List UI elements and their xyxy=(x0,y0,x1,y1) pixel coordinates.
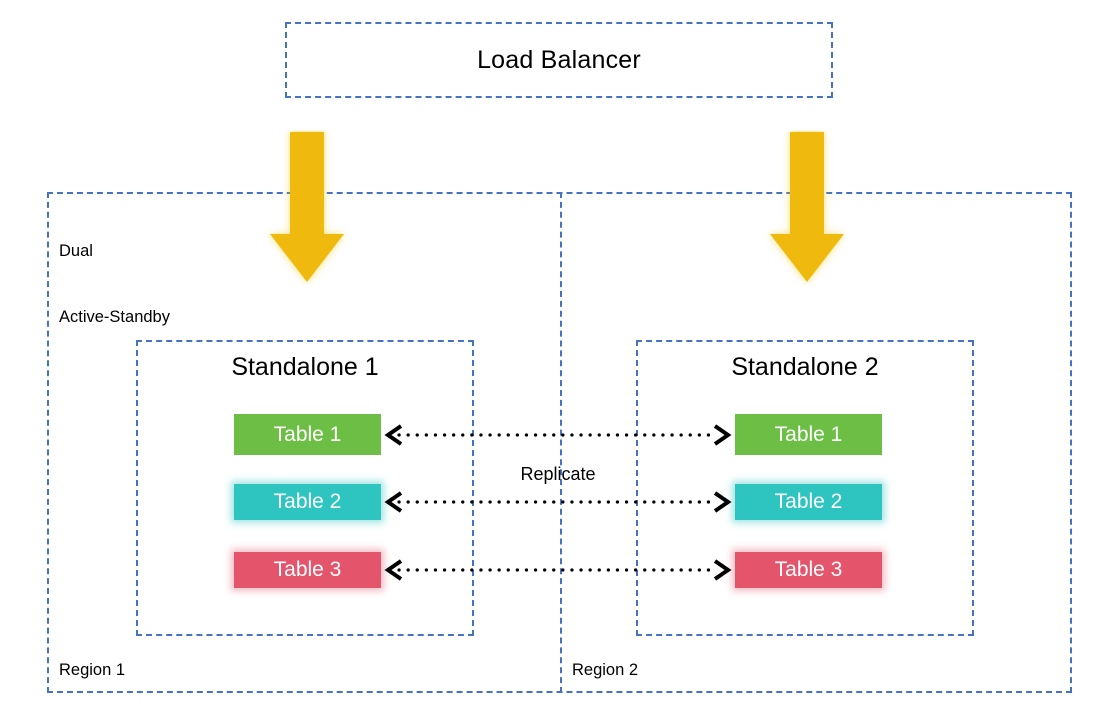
standalone-1-title: Standalone 1 xyxy=(231,353,379,381)
replicate-arrow-icon-2 xyxy=(381,490,735,514)
replicate-arrow-icon-3 xyxy=(381,558,735,582)
region-divider xyxy=(560,192,562,693)
load-balancer-label: Load Balancer xyxy=(477,45,641,74)
standalone-1-table-3: Table 3 xyxy=(234,552,381,588)
replicate-label: Replicate xyxy=(520,464,596,484)
region-1-label: Region 1 xyxy=(59,661,126,679)
replicate-arrow-icon-1 xyxy=(381,423,735,447)
standalone-2-table-2: Table 2 xyxy=(735,484,882,520)
standalone-2-table-1: Table 1 xyxy=(735,414,882,455)
standalone-2-table-3: Table 3 xyxy=(735,552,882,588)
dual-active-standby-box xyxy=(47,192,1072,693)
dual-label-line-2: Active-Standby xyxy=(59,308,170,326)
standalone-1-table-1: Table 1 xyxy=(234,414,381,455)
region-2-label: Region 2 xyxy=(572,661,639,679)
load-balancer-box: Load Balancer xyxy=(285,22,833,98)
standalone-2-title: Standalone 2 xyxy=(731,353,879,381)
dual-active-standby-label: Dual Active-Standby xyxy=(59,196,170,372)
traffic-arrow-down-icon-1 xyxy=(264,130,350,285)
traffic-arrow-down-icon-2 xyxy=(764,130,850,285)
dual-label-line-1: Dual xyxy=(59,242,93,260)
standalone-1-table-2: Table 2 xyxy=(234,484,381,520)
standalone-2-box xyxy=(636,340,974,636)
standalone-1-box xyxy=(136,340,474,636)
